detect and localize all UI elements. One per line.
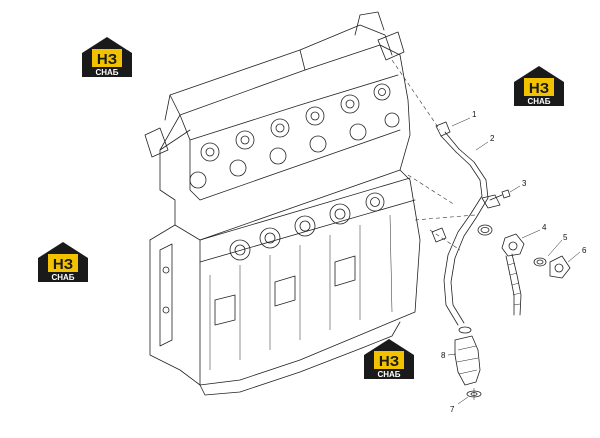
callout-4: 4 [542,223,547,232]
callout-6: 6 [582,246,587,255]
svg-text:СНАБ: СНАБ [51,273,74,282]
callout-1: 1 [472,110,477,119]
svg-text:НЗ: НЗ [529,80,549,97]
watermark-logo: НЗ СНАБ [38,242,88,282]
dipstick-assembly [431,121,511,400]
head-ports [189,112,400,189]
watermark-logo: НЗ СНАБ [364,339,414,379]
watermark-logo: НЗ СНАБ [82,37,132,77]
callout-2: 2 [490,134,495,143]
svg-text:НЗ: НЗ [97,51,117,68]
svg-text:НЗ: НЗ [53,256,73,273]
fitting-assembly [477,224,571,316]
svg-text:НЗ: НЗ [379,353,399,370]
callout-5: 5 [563,233,568,242]
svg-text:СНАБ: СНАБ [377,370,400,379]
svg-text:СНАБ: СНАБ [95,68,118,77]
watermark-logo: НЗ СНАБ [514,66,564,106]
callout-7: 7 [450,405,455,414]
cylinder-bosses [200,83,391,162]
callout-8: 8 [441,351,446,360]
callout-3: 3 [522,179,527,188]
callouts: 1 2 3 4 5 6 7 8 [441,110,587,414]
assembly-leaders [391,59,476,251]
svg-text:СНАБ: СНАБ [527,97,550,106]
block-bores [229,192,385,261]
